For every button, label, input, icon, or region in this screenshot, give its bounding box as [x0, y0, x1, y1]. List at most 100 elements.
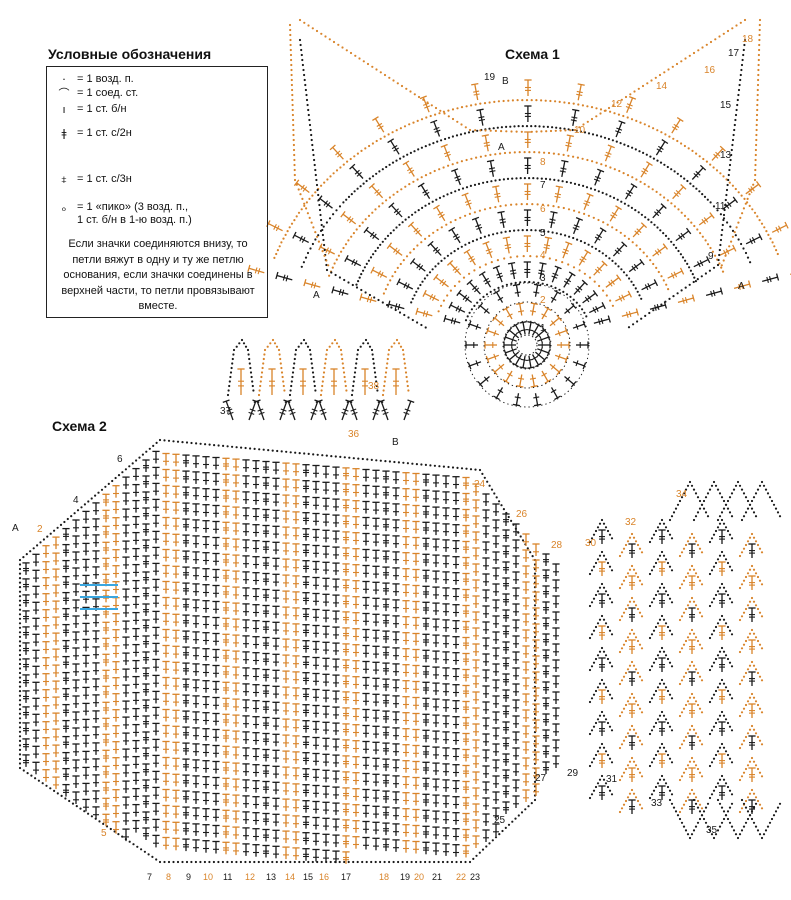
stitch-symbol — [202, 760, 210, 773]
chain-stitch — [49, 532, 52, 535]
chain-stitch — [18, 595, 22, 598]
chain-stitch — [746, 256, 750, 259]
stitch-top — [417, 182, 425, 188]
chain-stitch — [737, 191, 740, 194]
stitch-bar — [559, 170, 566, 173]
scheme2-row-number: 36 — [348, 429, 360, 440]
stitch-symbol — [72, 535, 80, 548]
stitch-symbol — [32, 601, 40, 615]
chain-stitch — [362, 269, 365, 272]
stitch-symbol — [52, 744, 60, 758]
chain-stitch — [18, 653, 22, 657]
chain-stitch — [600, 135, 603, 138]
chain-stitch — [379, 459, 382, 462]
stitch-top — [519, 366, 527, 369]
chain-stitch — [455, 134, 459, 137]
stitch-top — [477, 381, 484, 388]
chain-stitch — [626, 116, 629, 119]
chain-stitch — [447, 115, 450, 118]
stitch-bar — [475, 323, 479, 330]
stitch-top — [706, 256, 711, 264]
chain-stitch — [42, 538, 46, 541]
stitch-symbol — [92, 614, 100, 627]
chain-stitch — [117, 474, 121, 477]
chain-stitch — [375, 459, 378, 462]
chain-stitch — [466, 315, 469, 318]
stitch-symbol — [466, 279, 481, 295]
stitch-symbol — [82, 702, 90, 716]
chain-stitch — [625, 274, 628, 277]
chain-stitch — [334, 273, 337, 277]
chain-stitch — [637, 211, 640, 214]
stitch-symbol — [22, 722, 30, 735]
stitch-symbol — [282, 734, 290, 748]
chain-stitch — [627, 145, 630, 148]
chain-stitch — [259, 384, 262, 388]
chain-stitch — [341, 357, 344, 361]
chain-stitch — [402, 461, 405, 464]
chain-stitch — [510, 203, 513, 206]
chain-stitch — [356, 187, 359, 190]
chain-stitch — [460, 106, 464, 109]
chain-stitch — [417, 209, 420, 212]
stitch-symbol — [202, 456, 210, 469]
chain-stitch — [310, 362, 313, 365]
chain-stitch — [369, 256, 373, 259]
stitch-symbol — [275, 271, 293, 282]
chain-stitch — [312, 375, 315, 379]
stitch-symbol — [252, 524, 260, 537]
chain-stitch — [440, 304, 443, 307]
chain-stitch — [573, 209, 576, 212]
stitch-symbol — [72, 599, 80, 612]
chain-stitch — [508, 151, 511, 154]
stitch-symbol — [282, 510, 290, 524]
chain-stitch — [338, 276, 341, 279]
chain-stitch — [437, 310, 440, 313]
stitch-stem — [554, 329, 567, 336]
stitch-symbol — [142, 731, 150, 744]
chain-stitch — [490, 261, 493, 264]
stitch-bar — [514, 396, 521, 399]
stitch-bar — [422, 310, 426, 317]
stitch-symbol — [222, 825, 230, 839]
stitch-symbol — [572, 320, 587, 330]
chain-stitch — [392, 193, 395, 196]
scheme1-row-number: 7 — [540, 180, 546, 191]
stitch-symbol — [252, 796, 260, 809]
stitch-symbol — [122, 636, 130, 650]
chain-stitch — [368, 345, 372, 348]
stitch-bar — [327, 248, 332, 255]
chain-stitch — [392, 860, 395, 864]
chain-stitch — [176, 440, 180, 443]
stitch-symbol — [242, 475, 250, 488]
chain-stitch — [529, 551, 532, 554]
stitch-top — [599, 227, 607, 233]
chain-stitch — [18, 635, 22, 639]
chain-stitch — [635, 178, 638, 181]
chain-stitch — [530, 99, 533, 102]
stitch-symbol — [419, 95, 431, 113]
stitch-symbol — [112, 645, 120, 658]
chain-stitch — [98, 820, 101, 823]
chain-stitch — [484, 263, 487, 266]
stitch-symbol — [242, 667, 250, 680]
stitch-top — [253, 399, 261, 404]
chain-stitch — [541, 203, 545, 206]
stitch-top — [662, 243, 669, 250]
chain-stitch — [671, 65, 674, 68]
chain-stitch — [433, 169, 436, 173]
stitch-symbol — [152, 802, 160, 816]
stitch-bar — [511, 336, 515, 343]
chain-stitch — [389, 279, 392, 282]
stitch-bar — [510, 272, 517, 275]
stitch-symbol — [593, 260, 608, 276]
stitch-bar — [473, 93, 480, 96]
stitch-top — [471, 82, 479, 86]
chain-stitch — [611, 139, 615, 142]
stitch-symbol — [212, 664, 220, 678]
chain-stitch — [253, 860, 256, 864]
stitch-symbol — [565, 134, 574, 152]
stitch-symbol — [222, 745, 230, 759]
chain-stitch — [510, 519, 513, 523]
chain-stitch — [288, 393, 292, 397]
